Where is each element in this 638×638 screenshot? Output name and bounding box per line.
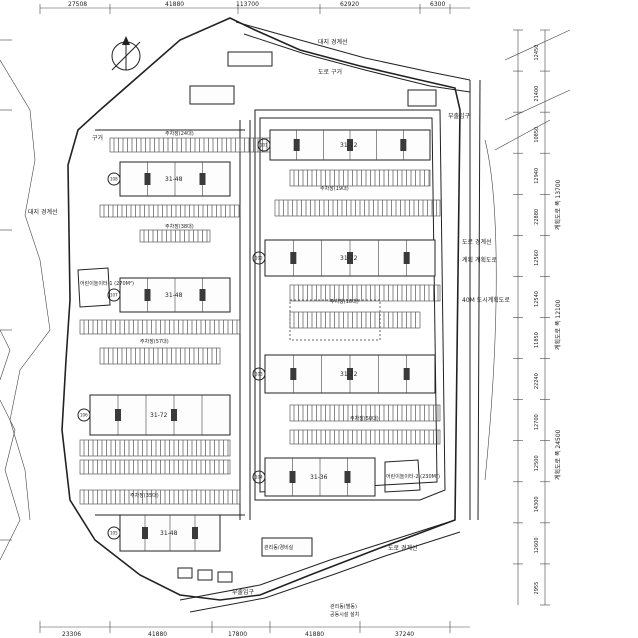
- parking-row: [79, 459, 231, 475]
- top-dimension-line: 27508 41880 113700 62920 6300: [39, 1, 470, 14]
- bottom-label-b: 공동시설 설치: [330, 611, 359, 618]
- left-edge-ticks: [0, 39, 12, 541]
- playground-a-label: 어린이놀이터-1 (270M²): [80, 280, 134, 287]
- dim-right-8: 11850: [534, 332, 540, 348]
- dim-top-2: 41880: [165, 1, 184, 8]
- planned-road-label: 계획 계획도로: [462, 256, 498, 264]
- bottom-label-a: 관리동(별동): [330, 603, 357, 610]
- parking-row: [79, 489, 241, 505]
- main-gate-top-label: 부출입구: [448, 112, 471, 120]
- dim-right-3: 10850: [534, 127, 540, 143]
- right-road-dim-3: 계획도로 폭 24500: [554, 429, 562, 480]
- dim-top-3: 113700: [236, 1, 259, 8]
- parking-row: [289, 284, 441, 302]
- building-tag: 101: [260, 143, 268, 148]
- main-gate-bottom-label: 부출입구: [232, 588, 255, 596]
- parking-row: [274, 199, 441, 217]
- dim-right-7: 12540: [534, 291, 540, 307]
- building-tag: 103: [255, 372, 263, 377]
- management-building: 관리동/경비실: [261, 537, 313, 557]
- apartment-building-107: 107 31-48: [107, 277, 231, 313]
- building-tag: 107: [110, 293, 118, 298]
- playground-b-label: 어린이놀이터-2 (230M²): [386, 473, 440, 480]
- parking-row: [289, 169, 431, 187]
- building-tag: 104: [255, 475, 263, 480]
- left-boundary-label: 대지 경계선: [28, 208, 58, 216]
- dim-right-1: 12450: [534, 45, 540, 61]
- top-guard-house: [189, 51, 437, 107]
- parking-label-a: 주차장(24대): [165, 130, 194, 137]
- dim-bottom-5: 37240: [395, 631, 414, 638]
- building-label: 31-48: [160, 530, 178, 537]
- parking-row: [139, 229, 211, 243]
- building-label: 31-36: [310, 474, 328, 481]
- dim-top-5: 6300: [430, 1, 445, 8]
- building-label: 31-72: [150, 412, 168, 419]
- dim-bottom-4: 41880: [305, 631, 324, 638]
- parking-row: [79, 439, 231, 457]
- playground-b: 어린이놀이터-2 (230M²): [384, 459, 440, 493]
- dim-bottom-3: 17800: [228, 631, 247, 638]
- right-dimension-line: 12450 21400 10850 12940 22880 12560 12540 11850…: [513, 29, 562, 606]
- apartment-building-101: 101 31-72: [257, 129, 431, 161]
- hatched-region: [289, 299, 381, 341]
- north-boundary-label: 대지 경계선: [318, 38, 348, 46]
- parking-label-c: 주차장(38대): [165, 223, 194, 230]
- playground-a: 어린이놀이터-1 (270M²): [77, 267, 134, 308]
- building-label: 31-72: [340, 371, 358, 378]
- parking-row: [99, 347, 221, 365]
- dim-right-2: 21400: [534, 86, 540, 102]
- bottom-boundary-label: 도로 경계선: [388, 544, 418, 552]
- right-boundary-label: 도로 경계선: [462, 238, 492, 246]
- building-tag: 108: [110, 177, 118, 182]
- dim-top-1: 27508: [68, 1, 87, 8]
- site-boundary: [61, 17, 461, 601]
- parking-label-f: 주차장(50대): [350, 415, 379, 422]
- building-label: 31-72: [340, 142, 358, 149]
- parking-label-d: 주차장(18대): [330, 298, 359, 305]
- dim-bottom-1: 23306: [62, 631, 81, 638]
- left-ditch-label: 구거: [92, 134, 103, 142]
- apartment-building-102: 102 31-72: [252, 239, 436, 277]
- building-tag: 106: [80, 413, 88, 418]
- bottom-dimension-line: 23306 41880 17800 41880 37240: [39, 621, 470, 638]
- mgmt-building-label: 관리동/경비실: [264, 544, 294, 551]
- right-road-dim-2: 계획도로 폭 12100: [554, 299, 562, 350]
- parking-label-e: 주차장(57대): [140, 338, 169, 345]
- dim-right-6: 12560: [534, 250, 540, 266]
- buildings-layer: 108 31-48 107 31-48 106 31-72 105 31-48 101 31-72…: [77, 129, 436, 552]
- apartment-building-108: 108 31-48: [107, 161, 231, 197]
- apartment-building-105: 105 31-48: [107, 514, 221, 552]
- right-road-dim-1: 계획도로 폭 13700: [554, 179, 562, 230]
- parking-label-b: 주차장(19대): [320, 185, 349, 192]
- dim-right-13: 12600: [534, 537, 540, 553]
- dim-right-12: 14300: [534, 496, 540, 512]
- dim-right-14: 2955: [534, 582, 540, 595]
- building-label: 31-48: [165, 176, 183, 183]
- dim-right-9: 22240: [534, 373, 540, 389]
- apartment-building-106: 106 31-72: [77, 394, 231, 436]
- building-label: 31-72: [340, 255, 358, 262]
- apartment-building-104: 104 31-36: [252, 457, 376, 497]
- apartment-building-103: 103 31-72: [252, 354, 436, 394]
- dim-right-10: 12700: [534, 414, 540, 430]
- building-tag: 105: [110, 531, 118, 536]
- road-top-label: 도로 구거: [318, 68, 342, 76]
- parking-label-g: 주차장(35대): [130, 492, 159, 499]
- parking-row: [99, 204, 241, 218]
- parking-row: [289, 404, 441, 422]
- parking-row: [289, 311, 421, 329]
- dim-right-4: 12940: [534, 168, 540, 184]
- building-label: 31-48: [165, 292, 183, 299]
- dim-top-4: 62920: [340, 1, 359, 8]
- north-arrow-icon: [111, 36, 141, 71]
- building-tag: 102: [255, 256, 263, 261]
- dim-right-5: 22880: [534, 209, 540, 225]
- dim-bottom-2: 41880: [148, 631, 167, 638]
- city-road-label: 40M 도시계획도로: [462, 296, 510, 304]
- dim-right-11: 12500: [534, 455, 540, 471]
- parking-row: [289, 429, 441, 445]
- parking-row: [79, 319, 241, 335]
